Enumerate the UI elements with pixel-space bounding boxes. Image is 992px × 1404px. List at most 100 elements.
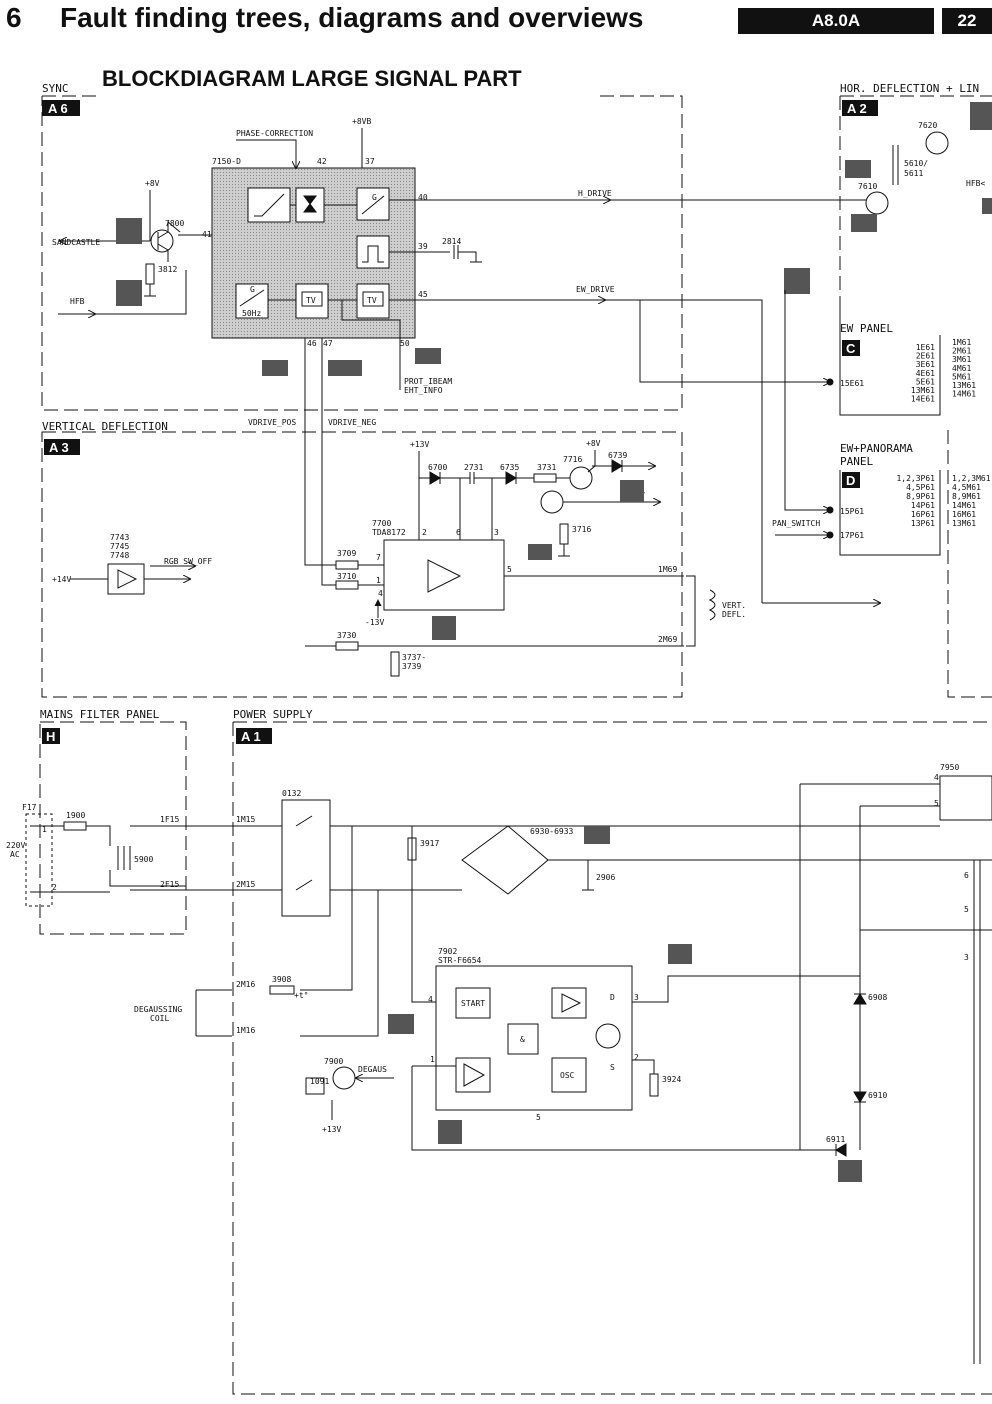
badge-a6-text: A 6 [48, 101, 68, 116]
connector-pin: 4M61 [952, 364, 971, 373]
section-label-hor: HOR. DEFLECTION + LIN [840, 82, 979, 95]
connector-pin: 16M61 [952, 510, 976, 519]
svg-text:+8V: +8V [145, 179, 160, 188]
connector-pin: 8,9P61 [906, 492, 935, 501]
page-title: Fault finding trees, diagrams and overvi… [60, 2, 644, 33]
connector-pin: 8,9M61 [952, 492, 981, 501]
svg-text:42: 42 [317, 157, 327, 166]
connector-pin: 1E61 [916, 343, 935, 352]
svg-text:STR-F6654: STR-F6654 [438, 956, 482, 965]
svg-text:7900: 7900 [324, 1057, 343, 1066]
svg-text:7743: 7743 [110, 533, 129, 542]
badge-a2 [842, 100, 878, 116]
svg-text:3716: 3716 [572, 525, 591, 534]
svg-text:TV: TV [306, 296, 316, 305]
power-section: 1M15 2M15 0132 3917 6930-6933 2906 3908 … [134, 763, 992, 1364]
svg-text:&: & [520, 1035, 525, 1044]
svg-text:DEGAUSSING: DEGAUSSING [134, 1005, 182, 1014]
svg-text:5: 5 [507, 565, 512, 574]
connector-pin: 4,5M61 [952, 483, 981, 492]
svg-text:DEFL.: DEFL. [722, 610, 746, 619]
transistor-7800 [150, 229, 174, 253]
svg-text:3731: 3731 [537, 463, 556, 472]
svg-text:4: 4 [934, 773, 939, 782]
svg-text:G: G [372, 193, 377, 202]
svg-text:7610: 7610 [858, 182, 877, 191]
svg-text:3709: 3709 [337, 549, 356, 558]
connector-pin: 14P61 [911, 501, 935, 510]
svg-text:1900: 1900 [66, 811, 85, 820]
svg-text:-13V: -13V [365, 618, 384, 627]
badge-d-text: D [846, 473, 855, 488]
label-phase-correction: PHASE-CORRECTION [236, 129, 313, 138]
svg-text:7902: 7902 [438, 947, 457, 956]
svg-text:3917: 3917 [420, 839, 439, 848]
svg-text:5610/: 5610/ [904, 159, 928, 168]
ewpan-panel: 15P61 17P61 PAN_SWITCH 1,2,3P614,5P618,9… [640, 290, 991, 603]
svg-text:DEGAUS: DEGAUS [358, 1065, 387, 1074]
svg-text:D: D [610, 993, 615, 1002]
section-label-sync: SYNC [42, 82, 69, 95]
section-label-ewpan-2: PANEL [840, 455, 873, 468]
svg-text:1M15: 1M15 [236, 815, 255, 824]
badge-h [42, 728, 60, 744]
svg-text:1: 1 [430, 1055, 435, 1064]
connector-pin: 3M61 [952, 355, 971, 364]
svg-text:PROT_IBEAM: PROT_IBEAM [404, 377, 452, 386]
svg-text:2814: 2814 [442, 237, 461, 246]
badge-a2-text: A 2 [847, 101, 867, 116]
svg-text:5611: 5611 [904, 169, 923, 178]
svg-text:2M16: 2M16 [236, 980, 255, 989]
svg-text:39: 39 [418, 242, 428, 251]
svg-text:6739: 6739 [608, 451, 627, 460]
svg-text:47: 47 [323, 339, 333, 348]
svg-text:+t°: +t° [294, 991, 308, 1000]
svg-text:5900: 5900 [134, 855, 153, 864]
section-label-vert: VERTICAL DEFLECTION [42, 420, 168, 433]
svg-text:3730: 3730 [337, 631, 356, 640]
label-h-drive: H_DRIVE [578, 189, 612, 198]
svg-text:7800: 7800 [165, 219, 184, 228]
badge-a3-text: A 3 [49, 440, 69, 455]
svg-text:220V: 220V [6, 841, 25, 850]
badge-h-text: H [46, 729, 55, 744]
connector-pin: 13M61 [952, 381, 976, 390]
connector-pin: 16P61 [911, 510, 935, 519]
label-sandcastle: SANDCASTLE [52, 238, 100, 247]
badge-a1-text: A 1 [241, 729, 261, 744]
svg-text:COIL: COIL [150, 1014, 169, 1023]
svg-text:37: 37 [365, 157, 375, 166]
svg-text:5: 5 [934, 799, 939, 808]
label-hfb: HFB [70, 297, 85, 306]
svg-text:2M69: 2M69 [658, 635, 677, 644]
svg-text:4: 4 [378, 589, 383, 598]
svg-text:0132: 0132 [282, 789, 301, 798]
svg-text:3: 3 [964, 953, 969, 962]
connector-pin: 5M61 [952, 372, 971, 381]
svg-text:3: 3 [634, 993, 639, 1002]
svg-text:3908: 3908 [272, 975, 291, 984]
svg-text:TV: TV [367, 296, 377, 305]
svg-text:S: S [610, 1063, 615, 1072]
model-badge: A8.0A [738, 8, 934, 34]
section-label-ew: EW PANEL [840, 322, 893, 335]
connector-pin: 1M61 [952, 338, 971, 347]
svg-text:40: 40 [418, 193, 428, 202]
connector-pin: 3E61 [916, 360, 935, 369]
connector-pin: 13M61 [952, 519, 976, 528]
badge-a6 [42, 100, 80, 116]
svg-text:1091: 1091 [310, 1077, 329, 1086]
section-frames [39, 95, 992, 1395]
svg-text:+13V: +13V [410, 440, 429, 449]
svg-text:2: 2 [422, 528, 427, 537]
connector-pin: 13M61 [911, 386, 935, 395]
svg-text:6700: 6700 [428, 463, 447, 472]
svg-text:45: 45 [418, 290, 428, 299]
svg-text:3739: 3739 [402, 662, 421, 671]
svg-text:1M69: 1M69 [658, 565, 677, 574]
svg-text:6930-6933: 6930-6933 [530, 827, 574, 836]
svg-text:START: START [461, 999, 485, 1008]
svg-text:6: 6 [456, 528, 461, 537]
svg-text:7700: 7700 [372, 519, 391, 528]
